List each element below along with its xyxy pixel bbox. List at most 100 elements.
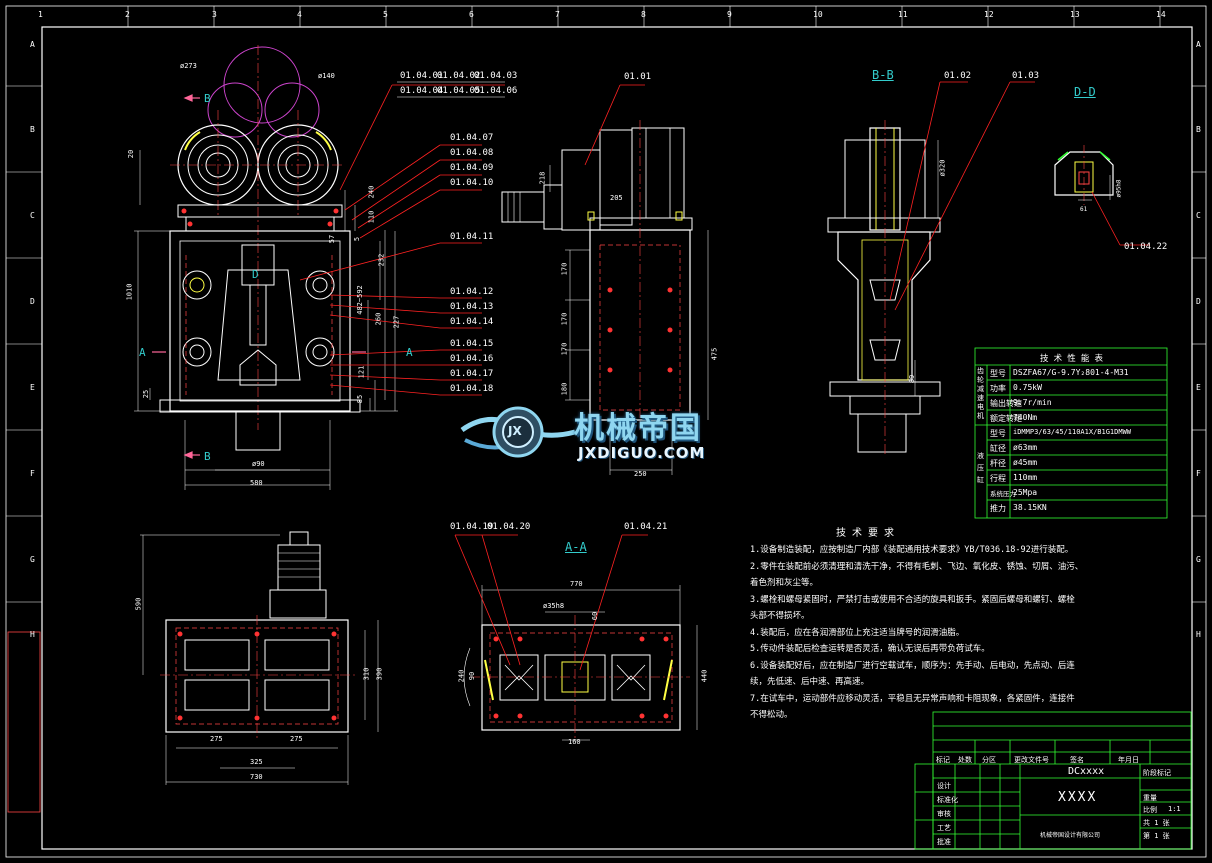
dim-590: 590 — [134, 597, 143, 611]
part-01-04-18: 01.04.18 — [450, 384, 494, 394]
tb-h-zone: 分区 — [982, 756, 996, 764]
tech-req-line-11: 不得松动。 — [750, 710, 793, 720]
grid-col-11: 11 — [898, 10, 908, 19]
section-mark-d: D — [252, 268, 259, 281]
tp-v7: 110mm — [1013, 473, 1038, 482]
part-underlines — [397, 81, 505, 98]
dim-390: 390 — [375, 667, 384, 681]
dim-227: 227 — [392, 315, 401, 329]
part-01-04-06: 01.04.06 — [474, 86, 518, 96]
part-01-04-14: 01.04.14 — [450, 317, 494, 327]
part-01-04-07: 01.04.07 — [450, 133, 494, 143]
tb-h-change: 更改文件号 — [1014, 756, 1049, 764]
tech-req-line-9: 续，先低速、后中速、再高速。 — [750, 677, 870, 687]
part-01-04-19: 01.04.19 — [450, 522, 494, 532]
title-block-grid — [914, 711, 1192, 850]
dim-5: 5 — [353, 236, 362, 242]
drawing-number: DCxxxx — [1068, 766, 1105, 777]
dim-phi320: ø320 — [938, 159, 947, 177]
tp-v4: iDMMP3/63/45/110A1X/B1G1DMWW — [1013, 428, 1132, 436]
dim-250: 250 — [634, 470, 647, 478]
inner-frame — [41, 26, 1193, 850]
tp-v2: 9.7r/min — [1013, 398, 1052, 407]
tech-perf-group-cylinder: 液压缸 — [977, 452, 984, 484]
part-01-04-01: 01.04.01 — [400, 71, 444, 81]
plan-view — [140, 531, 379, 785]
tech-perf-table-grid — [974, 347, 1168, 519]
tp-v1: 0.75kW — [1013, 383, 1042, 392]
grid-row-a-right: A — [1196, 40, 1201, 49]
grid-row-c: C — [30, 211, 35, 220]
leaders-front — [299, 84, 505, 396]
tb-h-stage: 阶段标记 — [1143, 769, 1171, 777]
grid-row-c-right: C — [1196, 211, 1201, 220]
grid-row-b-right: B — [1196, 125, 1201, 134]
grid-row-e: E — [30, 383, 35, 392]
dim-160: 160 — [568, 738, 581, 746]
grid-col-12: 12 — [984, 10, 994, 19]
aa-view — [454, 534, 698, 741]
grid-row-h: H — [30, 630, 35, 639]
grid-row-h-right: H — [1196, 630, 1201, 639]
part-01-03: 01.03 — [1012, 71, 1040, 81]
grid-row-g: G — [30, 555, 35, 564]
dim-d140: ø140 — [318, 72, 335, 80]
watermark-badge-text: JX — [508, 424, 522, 438]
grid-col-5: 5 — [383, 10, 388, 19]
part-01-04-21: 01.04.21 — [624, 522, 668, 532]
tb-h-weight: 重量 — [1143, 794, 1157, 802]
outer-frame — [5, 5, 1207, 858]
grid-col-13: 13 — [1070, 10, 1080, 19]
tp-k2: 输出转速 — [990, 399, 1022, 408]
tb-h-page: 第 1 张 — [1143, 832, 1170, 840]
tb-h-sheet: 共 1 张 — [1143, 819, 1170, 827]
section-dd-title: D-D — [1074, 85, 1096, 99]
dim-180: 180 — [560, 382, 569, 396]
dim-232: 232 — [377, 253, 386, 267]
tp-v3: 740Nm — [1013, 413, 1038, 422]
part-01-04-16: 01.04.16 — [450, 354, 494, 364]
dim-260: 260 — [374, 312, 383, 326]
tech-req-line-10: 7.在试车中，运动部件应移动灵活，平稳且无异常声响和卡阻现象，各紧固件，连接件 — [750, 694, 1075, 704]
grid-col-14: 14 — [1156, 10, 1166, 19]
grid-row-f: F — [30, 469, 35, 478]
dim-770: 770 — [570, 580, 583, 588]
grid-row-a: A — [30, 40, 35, 49]
bb-view — [827, 81, 1035, 455]
part-01-04-09: 01.04.09 — [450, 163, 494, 173]
tech-req-line-7: 5.传动件装配后检查运转是否灵活，确认无误后再带负荷试车。 — [750, 644, 990, 654]
tech-req-line-5: 头部不得损坏。 — [750, 611, 810, 621]
dim-20: 20 — [127, 149, 136, 159]
section-mark-b-top: B — [204, 92, 211, 105]
dim-170-a: 170 — [560, 262, 569, 276]
tp-v8: 25Mpa — [1013, 488, 1038, 497]
tp-v0: DSZFA67/G-9.7Y₂801-4-M31 — [1013, 368, 1129, 377]
grid-col-4: 4 — [297, 10, 302, 19]
tech-req-title: 技 术 要 求 — [836, 528, 895, 539]
dim-205: 205 — [610, 194, 623, 202]
dim-89: 89 — [908, 374, 917, 384]
grid-col-9: 9 — [727, 10, 732, 19]
tech-req-line-2: 2.零件在装配前必须清理和清洗干净，不得有毛刺、飞边、氧化皮、锈蚀、切屑、油污、 — [750, 562, 1084, 572]
grid-row-e-right: E — [1196, 383, 1201, 392]
dim-275-a: 275 — [210, 735, 223, 743]
part-01-04-05: 01.04.05 — [437, 86, 481, 96]
dim-phi95: ø95h8 — [1115, 179, 1123, 198]
watermark-badge — [460, 406, 576, 458]
tb-h-design: 设计 — [937, 782, 951, 790]
grid-col-7: 7 — [555, 10, 560, 19]
dim-170-c: 170 — [560, 342, 569, 356]
tech-perf-title: 技 术 性 能 表 — [1040, 354, 1103, 364]
tb-h-date: 年月日 — [1118, 756, 1139, 764]
grid-row-d: D — [30, 297, 35, 306]
dim-85: 85 — [356, 394, 365, 404]
tb-company: 机械帝国设计有限公司 — [1040, 832, 1101, 839]
part-01-04-20: 01.04.20 — [487, 522, 531, 532]
dim-110: 110 — [367, 210, 376, 224]
tech-req-line-8: 6.设备装配好后，应在制造厂进行空载试车，顺序为：先手动、后电动，先点动、后连 — [750, 661, 1075, 671]
part-01-04-08: 01.04.08 — [450, 148, 494, 158]
dim-25: 25 — [142, 389, 151, 399]
part-01-04-17: 01.04.17 — [450, 369, 494, 379]
drawing-name: XXXX — [1058, 790, 1098, 805]
